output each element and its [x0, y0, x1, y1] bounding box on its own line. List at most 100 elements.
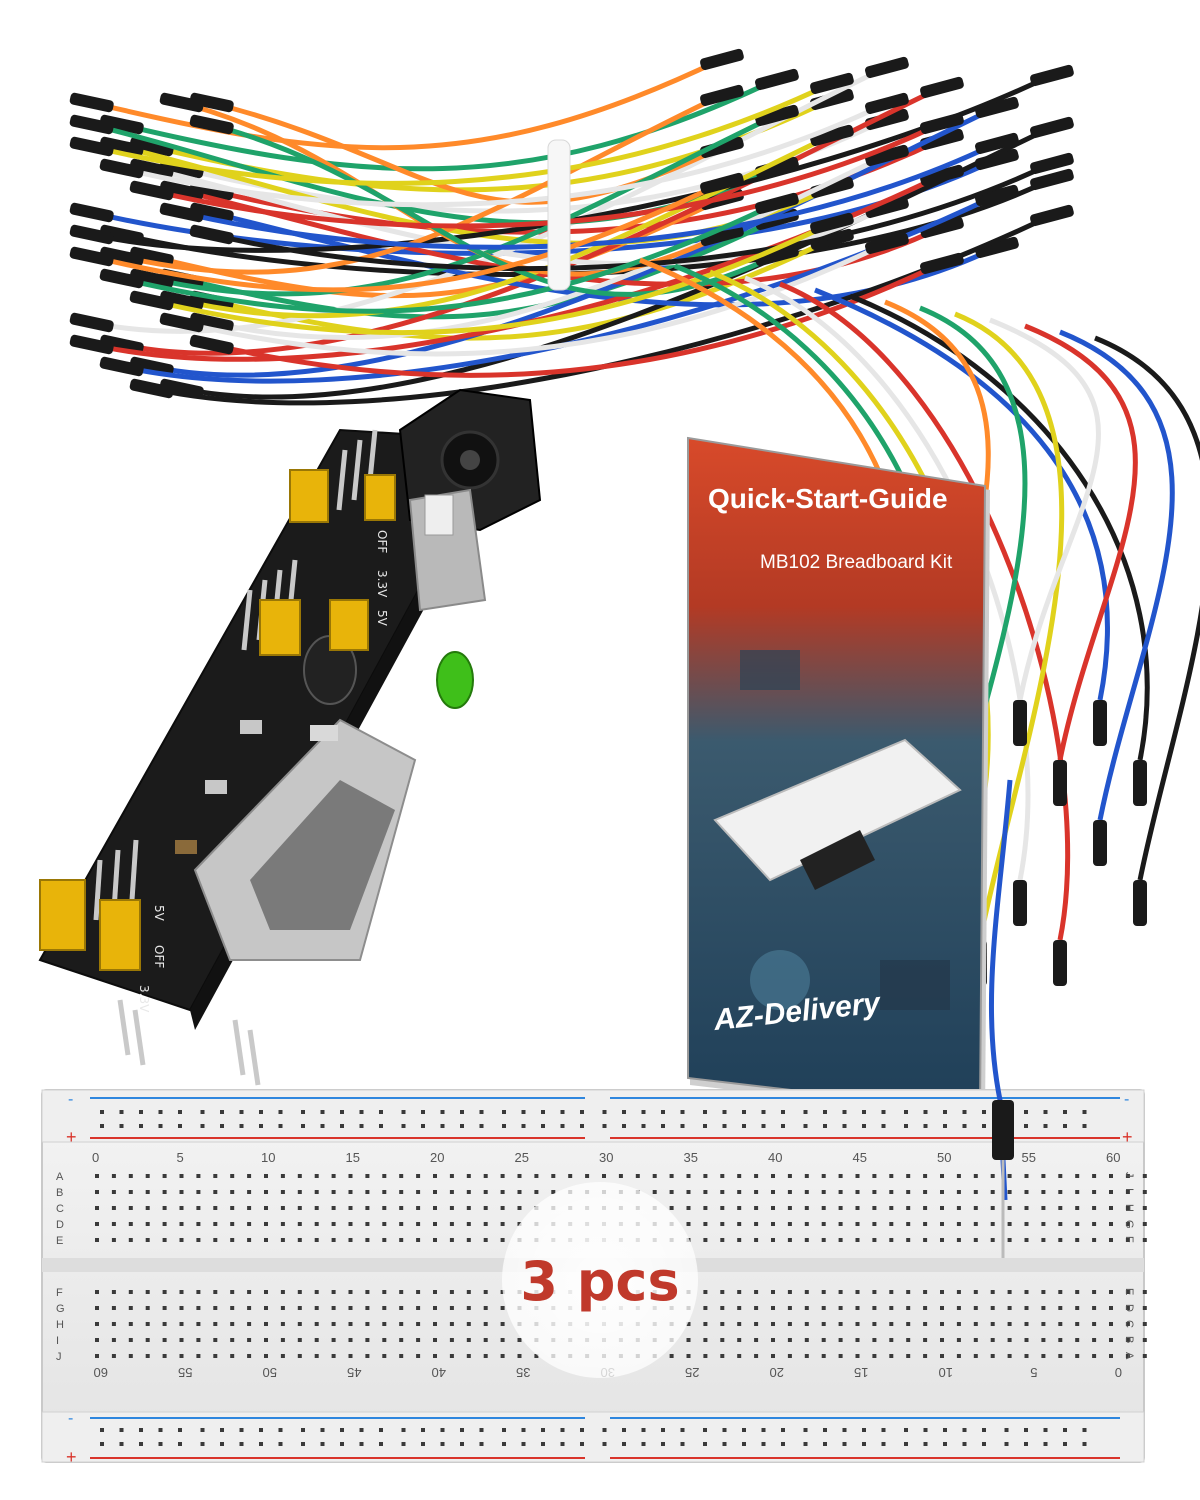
breadboard-hole[interactable] — [889, 1222, 894, 1226]
breadboard-hole[interactable] — [1007, 1222, 1012, 1226]
breadboard-hole[interactable] — [500, 1238, 505, 1242]
rail-hole[interactable] — [178, 1110, 182, 1114]
breadboard-hole[interactable] — [923, 1190, 928, 1194]
rail-hole[interactable] — [962, 1428, 967, 1432]
rail-hole[interactable] — [340, 1124, 344, 1128]
breadboard-hole[interactable] — [1024, 1338, 1029, 1342]
breadboard-hole[interactable] — [145, 1206, 150, 1210]
rail-hole[interactable] — [479, 1124, 484, 1128]
breadboard-hole[interactable] — [1092, 1174, 1097, 1178]
breadboard-hole[interactable] — [652, 1174, 657, 1178]
breadboard-hole[interactable] — [889, 1354, 894, 1358]
rail-hole[interactable] — [259, 1110, 263, 1114]
breadboard-hole[interactable] — [787, 1290, 792, 1294]
rail-hole[interactable] — [320, 1428, 325, 1432]
rail-hole[interactable] — [502, 1124, 506, 1128]
rail-hole[interactable] — [301, 1124, 305, 1128]
rail-hole[interactable] — [479, 1110, 484, 1114]
breadboard-hole[interactable] — [1058, 1238, 1063, 1242]
breadboard-hole[interactable] — [399, 1222, 404, 1226]
breadboard-hole[interactable] — [399, 1306, 404, 1310]
rail-hole[interactable] — [703, 1442, 707, 1446]
breadboard-hole[interactable] — [111, 1306, 116, 1310]
rail-hole[interactable] — [602, 1124, 607, 1128]
breadboard-hole[interactable] — [348, 1222, 353, 1226]
breadboard-hole[interactable] — [787, 1206, 792, 1210]
breadboard-hole[interactable] — [500, 1190, 505, 1194]
breadboard-hole[interactable] — [754, 1222, 759, 1226]
rail-hole[interactable] — [904, 1110, 908, 1114]
breadboard-hole[interactable] — [111, 1290, 116, 1294]
rail-hole[interactable] — [742, 1442, 746, 1446]
breadboard-hole[interactable] — [973, 1338, 978, 1342]
breadboard-hole[interactable] — [128, 1206, 133, 1210]
breadboard-hole[interactable] — [990, 1322, 995, 1326]
breadboard-hole[interactable] — [923, 1338, 928, 1342]
rail-hole[interactable] — [962, 1110, 967, 1114]
breadboard-hole[interactable] — [1092, 1222, 1097, 1226]
rail-hole[interactable] — [139, 1110, 143, 1114]
rail-hole[interactable] — [881, 1124, 886, 1128]
breadboard-hole[interactable] — [348, 1206, 353, 1210]
breadboard-hole[interactable] — [230, 1206, 235, 1210]
rail-hole[interactable] — [680, 1110, 685, 1114]
breadboard-hole[interactable] — [923, 1238, 928, 1242]
rail-hole[interactable] — [661, 1110, 665, 1114]
breadboard-hole[interactable] — [95, 1174, 99, 1178]
rail-hole[interactable] — [200, 1428, 205, 1432]
breadboard-hole[interactable] — [720, 1322, 725, 1326]
breadboard-hole[interactable] — [838, 1338, 843, 1342]
breadboard-hole[interactable] — [1058, 1190, 1063, 1194]
breadboard-hole[interactable] — [196, 1174, 201, 1178]
breadboard-hole[interactable] — [297, 1338, 302, 1342]
rail-hole[interactable] — [421, 1428, 425, 1432]
rail-hole[interactable] — [580, 1110, 584, 1114]
breadboard-hole[interactable] — [804, 1354, 809, 1358]
breadboard-hole[interactable] — [145, 1322, 150, 1326]
rail-hole[interactable] — [1004, 1442, 1009, 1446]
rail-hole[interactable] — [401, 1442, 406, 1446]
breadboard-hole[interactable] — [162, 1354, 167, 1358]
breadboard-hole[interactable] — [230, 1190, 235, 1194]
breadboard-hole[interactable] — [264, 1206, 268, 1210]
rail-hole[interactable] — [359, 1124, 364, 1128]
breadboard-hole[interactable] — [179, 1290, 184, 1294]
breadboard-hole[interactable] — [906, 1222, 911, 1226]
breadboard-hole[interactable] — [956, 1306, 961, 1310]
breadboard-hole[interactable] — [754, 1290, 759, 1294]
breadboard-hole[interactable] — [669, 1190, 674, 1194]
breadboard-hole[interactable] — [1041, 1306, 1046, 1310]
breadboard-hole[interactable] — [1058, 1338, 1063, 1342]
breadboard-hole[interactable] — [111, 1222, 116, 1226]
breadboard-hole[interactable] — [754, 1322, 759, 1326]
breadboard-hole[interactable] — [1007, 1322, 1012, 1326]
breadboard-hole[interactable] — [1007, 1174, 1012, 1178]
rail-hole[interactable] — [803, 1442, 808, 1446]
rail-hole[interactable] — [401, 1110, 406, 1114]
rail-hole[interactable] — [881, 1442, 886, 1446]
breadboard-hole[interactable] — [872, 1206, 877, 1210]
breadboard-hole[interactable] — [940, 1322, 944, 1326]
breadboard-hole[interactable] — [1109, 1290, 1113, 1294]
breadboard-hole[interactable] — [247, 1222, 252, 1226]
rail-hole[interactable] — [158, 1442, 163, 1446]
breadboard-hole[interactable] — [314, 1354, 319, 1358]
rail-hole[interactable] — [239, 1442, 244, 1446]
breadboard-hole[interactable] — [923, 1174, 928, 1178]
rail-hole[interactable] — [881, 1110, 886, 1114]
breadboard-hole[interactable] — [433, 1306, 437, 1310]
breadboard-hole[interactable] — [196, 1322, 201, 1326]
rail-hole[interactable] — [541, 1110, 545, 1114]
rail-hole[interactable] — [278, 1442, 283, 1446]
breadboard-hole[interactable] — [1075, 1238, 1080, 1242]
breadboard-hole[interactable] — [1024, 1190, 1029, 1194]
breadboard-hole[interactable] — [1125, 1354, 1130, 1358]
rail-hole[interactable] — [803, 1110, 808, 1114]
breadboard-hole[interactable] — [280, 1290, 285, 1294]
rail-hole[interactable] — [100, 1124, 104, 1128]
breadboard-hole[interactable] — [382, 1306, 387, 1310]
breadboard-hole[interactable] — [889, 1238, 894, 1242]
breadboard-hole[interactable] — [145, 1238, 150, 1242]
rail-hole[interactable] — [602, 1110, 607, 1114]
breadboard-hole[interactable] — [973, 1354, 978, 1358]
